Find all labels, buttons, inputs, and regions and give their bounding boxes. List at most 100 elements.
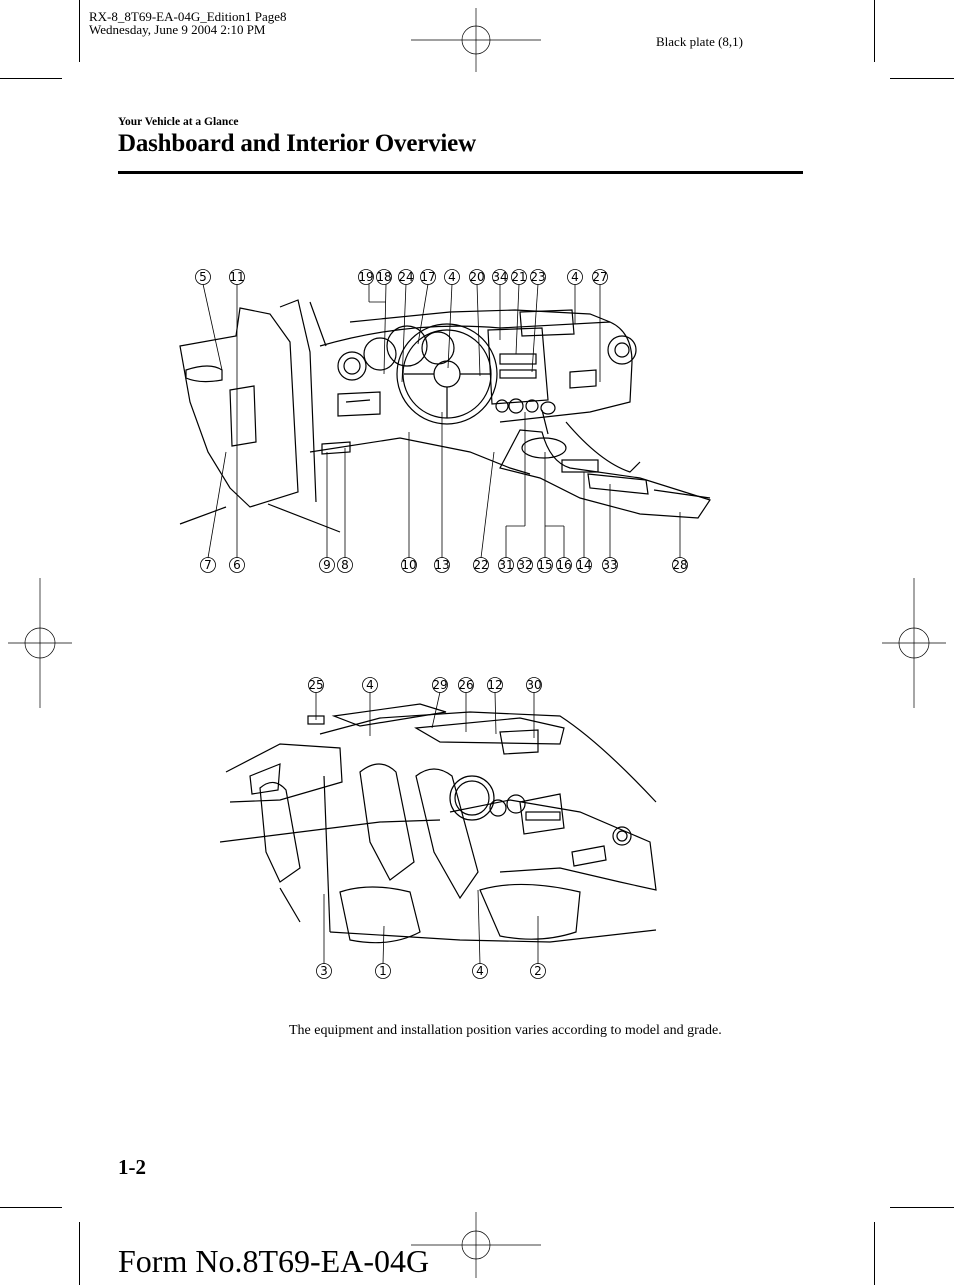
callout-number: 6 (233, 558, 241, 572)
callout-number: 13 (434, 558, 449, 572)
callout-marker: 4 (362, 677, 378, 693)
callout-number: 1 (379, 964, 387, 978)
interior-callouts-bottom: 3 1 4 2 (316, 963, 546, 979)
crop-mark-top-right-vertical (874, 0, 875, 62)
callout-number: 4 (366, 678, 374, 692)
callout-marker: 22 (473, 557, 489, 573)
callout-number: 25 (308, 678, 323, 692)
callout-marker: 21 (511, 269, 527, 285)
callout-number: 7 (204, 558, 212, 572)
callout-number: 9 (323, 558, 331, 572)
file-info-line-2: Wednesday, June 9 2004 2:10 PM (89, 22, 266, 37)
plate-info: Black plate (8,1) (656, 34, 743, 49)
callout-marker: 12 (487, 677, 503, 693)
callout-marker: 23 (530, 269, 546, 285)
callout-marker: 18 (376, 269, 392, 285)
callout-marker: 4 (444, 269, 460, 285)
interior-callouts-top: 25 4 29 26 12 30 (308, 677, 542, 693)
crop-mark-top-left-horizontal (0, 78, 62, 79)
callout-marker: 2 (530, 963, 546, 979)
callout-number: 24 (398, 270, 413, 284)
callout-marker: 20 (469, 269, 485, 285)
callout-marker: 4 (472, 963, 488, 979)
callout-marker: 13 (434, 557, 450, 573)
callout-number: 8 (341, 558, 349, 572)
callout-number: 21 (511, 270, 526, 284)
callout-number: 26 (458, 678, 473, 692)
crop-mark-top-right-horizontal (890, 78, 954, 79)
callout-marker: 15 (537, 557, 553, 573)
callout-number: 32 (517, 558, 532, 572)
crop-mark-bottom-left-horizontal (0, 1207, 62, 1208)
dashboard-leader-lines (202, 283, 681, 559)
crop-mark-top-left-vertical (79, 0, 80, 62)
form-number: Form No.8T69-EA-04G (118, 1243, 430, 1279)
callout-number: 34 (492, 270, 507, 284)
figure-caption: The equipment and installation position … (289, 1023, 722, 1038)
callout-marker: 8 (337, 557, 353, 573)
callout-number: 17 (420, 270, 435, 284)
registration-target-top (411, 8, 541, 72)
callout-marker: 25 (308, 677, 324, 693)
callout-number: 12 (487, 678, 502, 692)
callout-number: 2 (534, 964, 542, 978)
callout-marker: 31 (498, 557, 514, 573)
page-number: 1-2 (118, 1155, 146, 1179)
dashboard-callouts-top: 5 11 19 18 24 17 4 20 34 21 23 4 27 (195, 269, 608, 285)
callout-number: 4 (448, 270, 456, 284)
callout-marker: 11 (229, 269, 245, 285)
callout-marker: 27 (592, 269, 608, 285)
callout-marker: 16 (556, 557, 572, 573)
callout-number: 19 (358, 270, 373, 284)
callout-number: 4 (571, 270, 579, 284)
callout-number: 10 (401, 558, 416, 572)
callout-marker: 28 (672, 557, 688, 573)
callout-marker: 7 (200, 557, 216, 573)
callout-marker: 30 (526, 677, 542, 693)
callout-number: 20 (469, 270, 484, 284)
callout-number: 28 (672, 558, 687, 572)
registration-target-right (882, 578, 946, 708)
callout-marker: 32 (517, 557, 533, 573)
callout-marker: 34 (492, 269, 508, 285)
callout-number: 3 (320, 964, 328, 978)
interior-illustration: 25 4 29 26 12 30 3 1 4 2 (220, 677, 657, 979)
callout-number: 27 (592, 270, 607, 284)
callout-marker: 19 (358, 269, 374, 285)
callout-marker: 29 (432, 677, 448, 693)
title-rule (118, 171, 803, 174)
callout-number: 33 (602, 558, 617, 572)
callout-number: 16 (556, 558, 571, 572)
callout-number: 5 (199, 270, 207, 284)
callout-marker: 4 (567, 269, 583, 285)
callout-marker: 3 (316, 963, 332, 979)
dashboard-callouts-bottom: 7 6 9 8 10 13 22 31 32 15 16 14 33 28 (200, 557, 688, 573)
page-title: Dashboard and Interior Overview (118, 130, 476, 157)
crop-mark-bottom-right-horizontal (890, 1207, 954, 1208)
callout-number: 18 (376, 270, 391, 284)
interior-line-art (220, 703, 657, 944)
callout-number: 15 (537, 558, 552, 572)
file-info-line-1: RX-8_8T69-EA-04G_Edition1 Page8 (89, 9, 287, 24)
callout-marker: 33 (602, 557, 618, 573)
crop-mark-bottom-left-vertical (79, 1222, 80, 1285)
callout-number: 4 (476, 964, 484, 978)
registration-target-left (8, 578, 72, 708)
dashboard-illustration: 5 11 19 18 24 17 4 20 34 21 23 4 27 7 6 … (179, 269, 711, 573)
callout-marker: 14 (576, 557, 592, 573)
crop-mark-bottom-right-vertical (874, 1222, 875, 1285)
callout-marker: 9 (319, 557, 335, 573)
section-label: Your Vehicle at a Glance (118, 116, 239, 128)
callout-number: 22 (473, 558, 488, 572)
callout-marker: 10 (401, 557, 417, 573)
callout-number: 29 (432, 678, 447, 692)
dashboard-line-art (179, 299, 711, 533)
callout-marker: 24 (398, 269, 414, 285)
callout-number: 14 (576, 558, 591, 572)
callout-marker: 5 (195, 269, 211, 285)
callout-marker: 26 (458, 677, 474, 693)
callout-number: 31 (498, 558, 513, 572)
callout-number: 11 (229, 270, 244, 284)
callout-number: 23 (530, 270, 545, 284)
